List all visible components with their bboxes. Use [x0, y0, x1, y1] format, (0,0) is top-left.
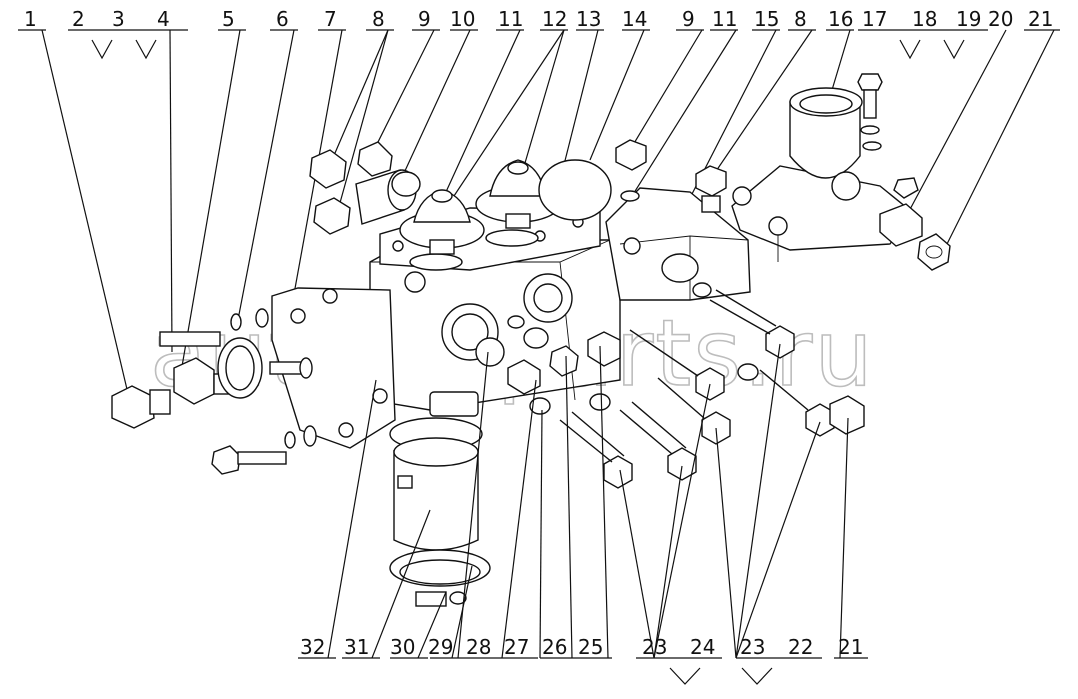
- callout-label: 21: [1028, 7, 1053, 31]
- callout-label: 9: [682, 7, 695, 31]
- callout-label: 2: [72, 7, 85, 31]
- callout-label: 28: [466, 635, 491, 659]
- callout-label: 29: [428, 635, 453, 659]
- callout-label: 23: [740, 635, 765, 659]
- callout-label: 25: [578, 635, 603, 659]
- group-brackets: [91, 39, 965, 685]
- callout-label: 11: [712, 7, 737, 31]
- callout-label: 27: [504, 635, 529, 659]
- callout-label: 5: [222, 7, 235, 31]
- bottom-left-bolt: [211, 425, 317, 475]
- callout-label: 10: [450, 7, 475, 31]
- callout-label: 30: [390, 635, 415, 659]
- callout-label: 16: [828, 7, 853, 31]
- hose-connector: [389, 417, 491, 607]
- sensor-fitting: [879, 177, 923, 247]
- callout-label: 26: [542, 635, 567, 659]
- callout-label: 7: [324, 7, 337, 31]
- plug-21: [917, 233, 951, 271]
- callout-label: 8: [794, 7, 807, 31]
- callout-label: 31: [344, 635, 369, 659]
- callout-label: 6: [276, 7, 289, 31]
- outlet-housing: [605, 187, 751, 301]
- o-ring-large: [538, 159, 612, 221]
- callout-label: 13: [576, 7, 601, 31]
- nuts-washers-center: [475, 315, 621, 415]
- callout-label: 9: [418, 7, 431, 31]
- callout-label: 3: [112, 7, 125, 31]
- elbow-cover: [731, 87, 913, 262]
- gasket-plate: [271, 287, 396, 449]
- callout-label: 11: [498, 7, 523, 31]
- callout-label: 4: [157, 7, 170, 31]
- thermostat-left: [399, 189, 485, 255]
- long-bolts: [559, 282, 865, 489]
- callout-label: 21: [838, 635, 863, 659]
- callout-label: 15: [754, 7, 779, 31]
- callout-label: 23: [642, 635, 667, 659]
- bolt-17: [857, 73, 883, 151]
- plug-9-right: [695, 165, 727, 213]
- callout-label: 12: [542, 7, 567, 31]
- callout-label: 24: [690, 635, 715, 659]
- callout-label: 17: [862, 7, 887, 31]
- callout-label: 1: [24, 7, 37, 31]
- callout-label: 32: [300, 635, 325, 659]
- callout-label: 22: [788, 635, 813, 659]
- bottom-labels: 32 31 30 29 28 27 26 25 23 24 23 22 21: [300, 635, 863, 659]
- bottom-leader-lines: [327, 343, 849, 659]
- top-labels: 1 2 3 4 5 6 7 8 9 10 11 12 13 14 9 11 15…: [24, 7, 1053, 31]
- plug-9-left: [615, 139, 647, 202]
- callout-label: 18: [912, 7, 937, 31]
- fittings-8-10-11: [309, 141, 421, 235]
- callout-label: 14: [622, 7, 647, 31]
- callout-label: 19: [956, 7, 981, 31]
- callout-label: 20: [988, 7, 1013, 31]
- left-bolts: [111, 308, 313, 429]
- callout-label: 8: [372, 7, 385, 31]
